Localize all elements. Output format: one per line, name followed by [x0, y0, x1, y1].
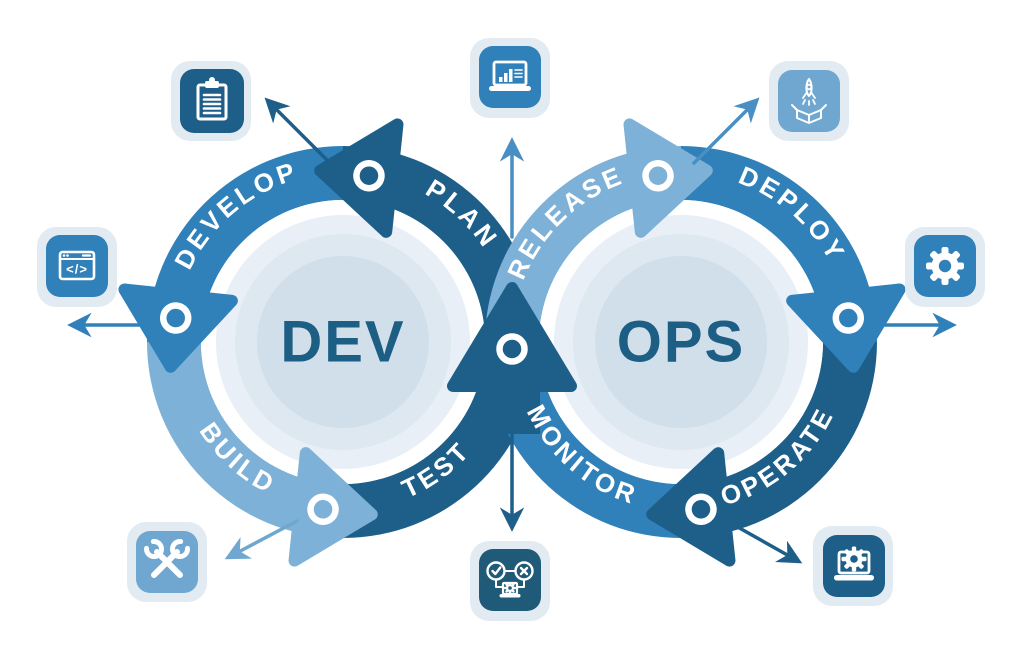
- testflow-glyph: [486, 561, 534, 598]
- operate-arrowhead: [647, 453, 730, 568]
- laptop-gear-icon: [813, 526, 893, 606]
- release-arrow-ring: [642, 159, 674, 192]
- tools-glyph: [144, 539, 190, 578]
- develop-arrow-ring: [159, 302, 192, 334]
- arrow-to-laptopgear-icon: [725, 519, 803, 564]
- testflow-tile: [479, 549, 541, 611]
- release-arrowhead: [630, 117, 713, 232]
- code-window-icon: </>: [37, 227, 117, 307]
- arrow-to-rocket-icon: [692, 97, 760, 165]
- laptopgear-glyph: [834, 546, 874, 581]
- rocket-glyph: [791, 78, 827, 124]
- deploy-arrow-ring: [832, 302, 865, 334]
- ops-title: OPS: [617, 310, 746, 375]
- develop-arrowhead: [117, 290, 232, 373]
- ops-inner-ring-3: [595, 256, 767, 428]
- build-arrow-ring: [307, 493, 339, 526]
- center-arrow-ring: [496, 333, 528, 365]
- dev-inner-ring-3: [257, 256, 429, 428]
- tools-icon: [127, 522, 207, 602]
- arrow-to-clipboard-icon: [264, 97, 332, 165]
- clipboard-tile: [180, 69, 244, 133]
- arrow-to-tools-icon: [224, 519, 299, 560]
- test-flow-icon: [470, 541, 550, 621]
- code-glyph: </>: [58, 250, 96, 281]
- build-segment: [147, 342, 343, 538]
- clipboard-glyph: [196, 77, 228, 121]
- gear-glyph: [926, 247, 964, 285]
- dev-title: DEV: [280, 310, 405, 375]
- center-arrowhead: [447, 282, 577, 434]
- rocket-launch-icon: [769, 61, 849, 141]
- plan-arrow-ring: [353, 159, 385, 192]
- clipboard-icon: [171, 61, 251, 141]
- code-glyph-text: </>: [66, 262, 88, 277]
- gear-icon: [905, 227, 985, 307]
- analytics-laptop-icon: [470, 38, 550, 118]
- build-arrowhead: [295, 453, 378, 568]
- operate-segment: [681, 342, 877, 538]
- analytics-glyph: [489, 60, 531, 91]
- operate-arrow-ring: [685, 493, 717, 526]
- plan-arrowhead: [315, 117, 398, 232]
- code-tile: [46, 235, 108, 297]
- ops-loop: [485, 145, 877, 538]
- deploy-arrowhead: [792, 290, 907, 373]
